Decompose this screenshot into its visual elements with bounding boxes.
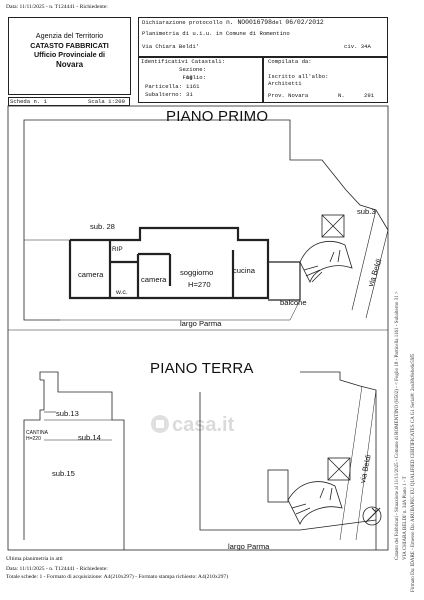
catasto-fabbricati: CATASTO FABBRICATI [30,40,109,50]
watermark-logo [151,415,169,433]
soggiorno-label: soggiorno [180,268,214,277]
sezione-label: Sezione: [179,66,206,73]
terra-right-outline [300,371,377,550]
compilata-label: Compilata da: [268,58,312,65]
ufficio-provinciale: Ufficio Provinciale di [33,50,106,60]
watermark-text: casa.it [172,414,235,436]
provincia: Novara [55,59,84,69]
cantina-label: CANTINA [26,430,48,436]
stair-spiral-terra [287,481,343,525]
balcone-outline [268,261,301,301]
terra-right-lower [199,392,377,531]
decl-label: Dichiarazione protocollo [142,19,223,26]
stair-spiral-primo [299,241,353,284]
cucina-label: cucina [233,266,255,275]
apartment-walls [68,226,270,300]
address: Via Chiara Beldi' [142,43,200,50]
h270-label: H=270 [188,280,211,289]
foglio-label: Foglio: [182,74,207,81]
iscritto-label: Iscritto all'albo: [268,73,329,80]
sub15-label: sub.15 [52,469,75,478]
footer-line-1: Data: 11/11/2025 - n. T124441 - Richiede… [6,566,108,572]
agency-box [8,17,131,95]
decl-date: 06/02/2012 [285,19,324,26]
camera-label-1: camera [78,270,104,279]
comune-value: Romentino [259,30,290,37]
agency-block: Agenzia del Territorio CATASTO FABBRICAT… [8,31,131,69]
side-vertical-left: Catasto dei Fabbricati - Situazione al 1… [395,291,400,560]
terra-left-inner [23,379,45,540]
scheda-strip [8,97,130,106]
wc-label: w.c. [116,289,128,296]
side-vertical-middle: VIA CHIARA BELDI' n. 34A Piano 1 - T [403,476,408,560]
sub3-label: sub.3 [357,207,376,216]
piano-primo-title: PIANO PRIMO [166,108,269,125]
balcone-label: balcone [280,298,307,307]
ultima-planimetria: Ultima planimetria in atti [6,556,63,562]
planimetria-line: Planimetria di u.i.u. in Comune di Romen… [142,30,290,37]
subalterno-label: Subalterno: [145,91,182,98]
primo-outline [23,119,389,231]
footer-line-2: Totale schede: 1 - Formato di acquisizio… [6,574,229,580]
top-note: Data: 11/11/2025 - n. T124441 - Richiede… [6,4,108,10]
largo-parma-label-2: largo Parma [228,542,270,551]
civic-number: civ. 34A [344,43,371,50]
particella-label: Particella: [145,83,182,90]
n-value: 291 [364,92,375,99]
decl-number: n. NO0016798 [225,19,272,26]
foglio-value: 18 [186,74,193,81]
compass [362,506,382,526]
sub14-label: sub.14 [78,433,101,442]
side-vertical-right: Firmato Da: IDARE - Emesso Da: ARUBAPEC … [411,353,416,592]
plan-frame [7,105,389,551]
terra-left-outline [39,371,125,550]
scheda-number: Scheda n. 1 [10,98,47,105]
compilata-box [263,57,388,103]
primo-outline-left [23,198,60,321]
piano-terra-title: PIANO TERRA [150,360,254,377]
ident-box [138,57,263,103]
agency-name: Agenzia del Territorio [35,31,104,40]
sub13-label: sub.13 [56,409,79,418]
h220-label: H=220 [26,436,41,442]
scale-label: Scala 1:200 [88,98,125,105]
decl-del: del [271,19,283,26]
planimetria-label: Planimetria di u.i.u. in Comune di [142,30,257,37]
terra-room-small [267,469,289,503]
stair-box-primo [321,214,345,238]
prov-label: Prov. Novara [268,92,309,99]
cantina-block: CANTINA H=220 [26,430,48,442]
ident-title: Identificativi Catastali: [141,58,225,65]
subalterno-value: 31 [186,91,193,98]
declaration-box [138,17,388,57]
largo-parma-label-1: largo Parma [180,319,222,328]
camera-label-2: camera [141,275,167,284]
rip-label: RIP [112,246,123,253]
particella-value: 1161 [186,83,200,90]
declaration-line: Dichiarazione protocollo n. NO0016798del… [142,19,324,26]
n-label: N. [338,92,345,99]
iscritto-value: Architetti [268,80,302,87]
sub28-label: sub. 28 [90,222,115,231]
